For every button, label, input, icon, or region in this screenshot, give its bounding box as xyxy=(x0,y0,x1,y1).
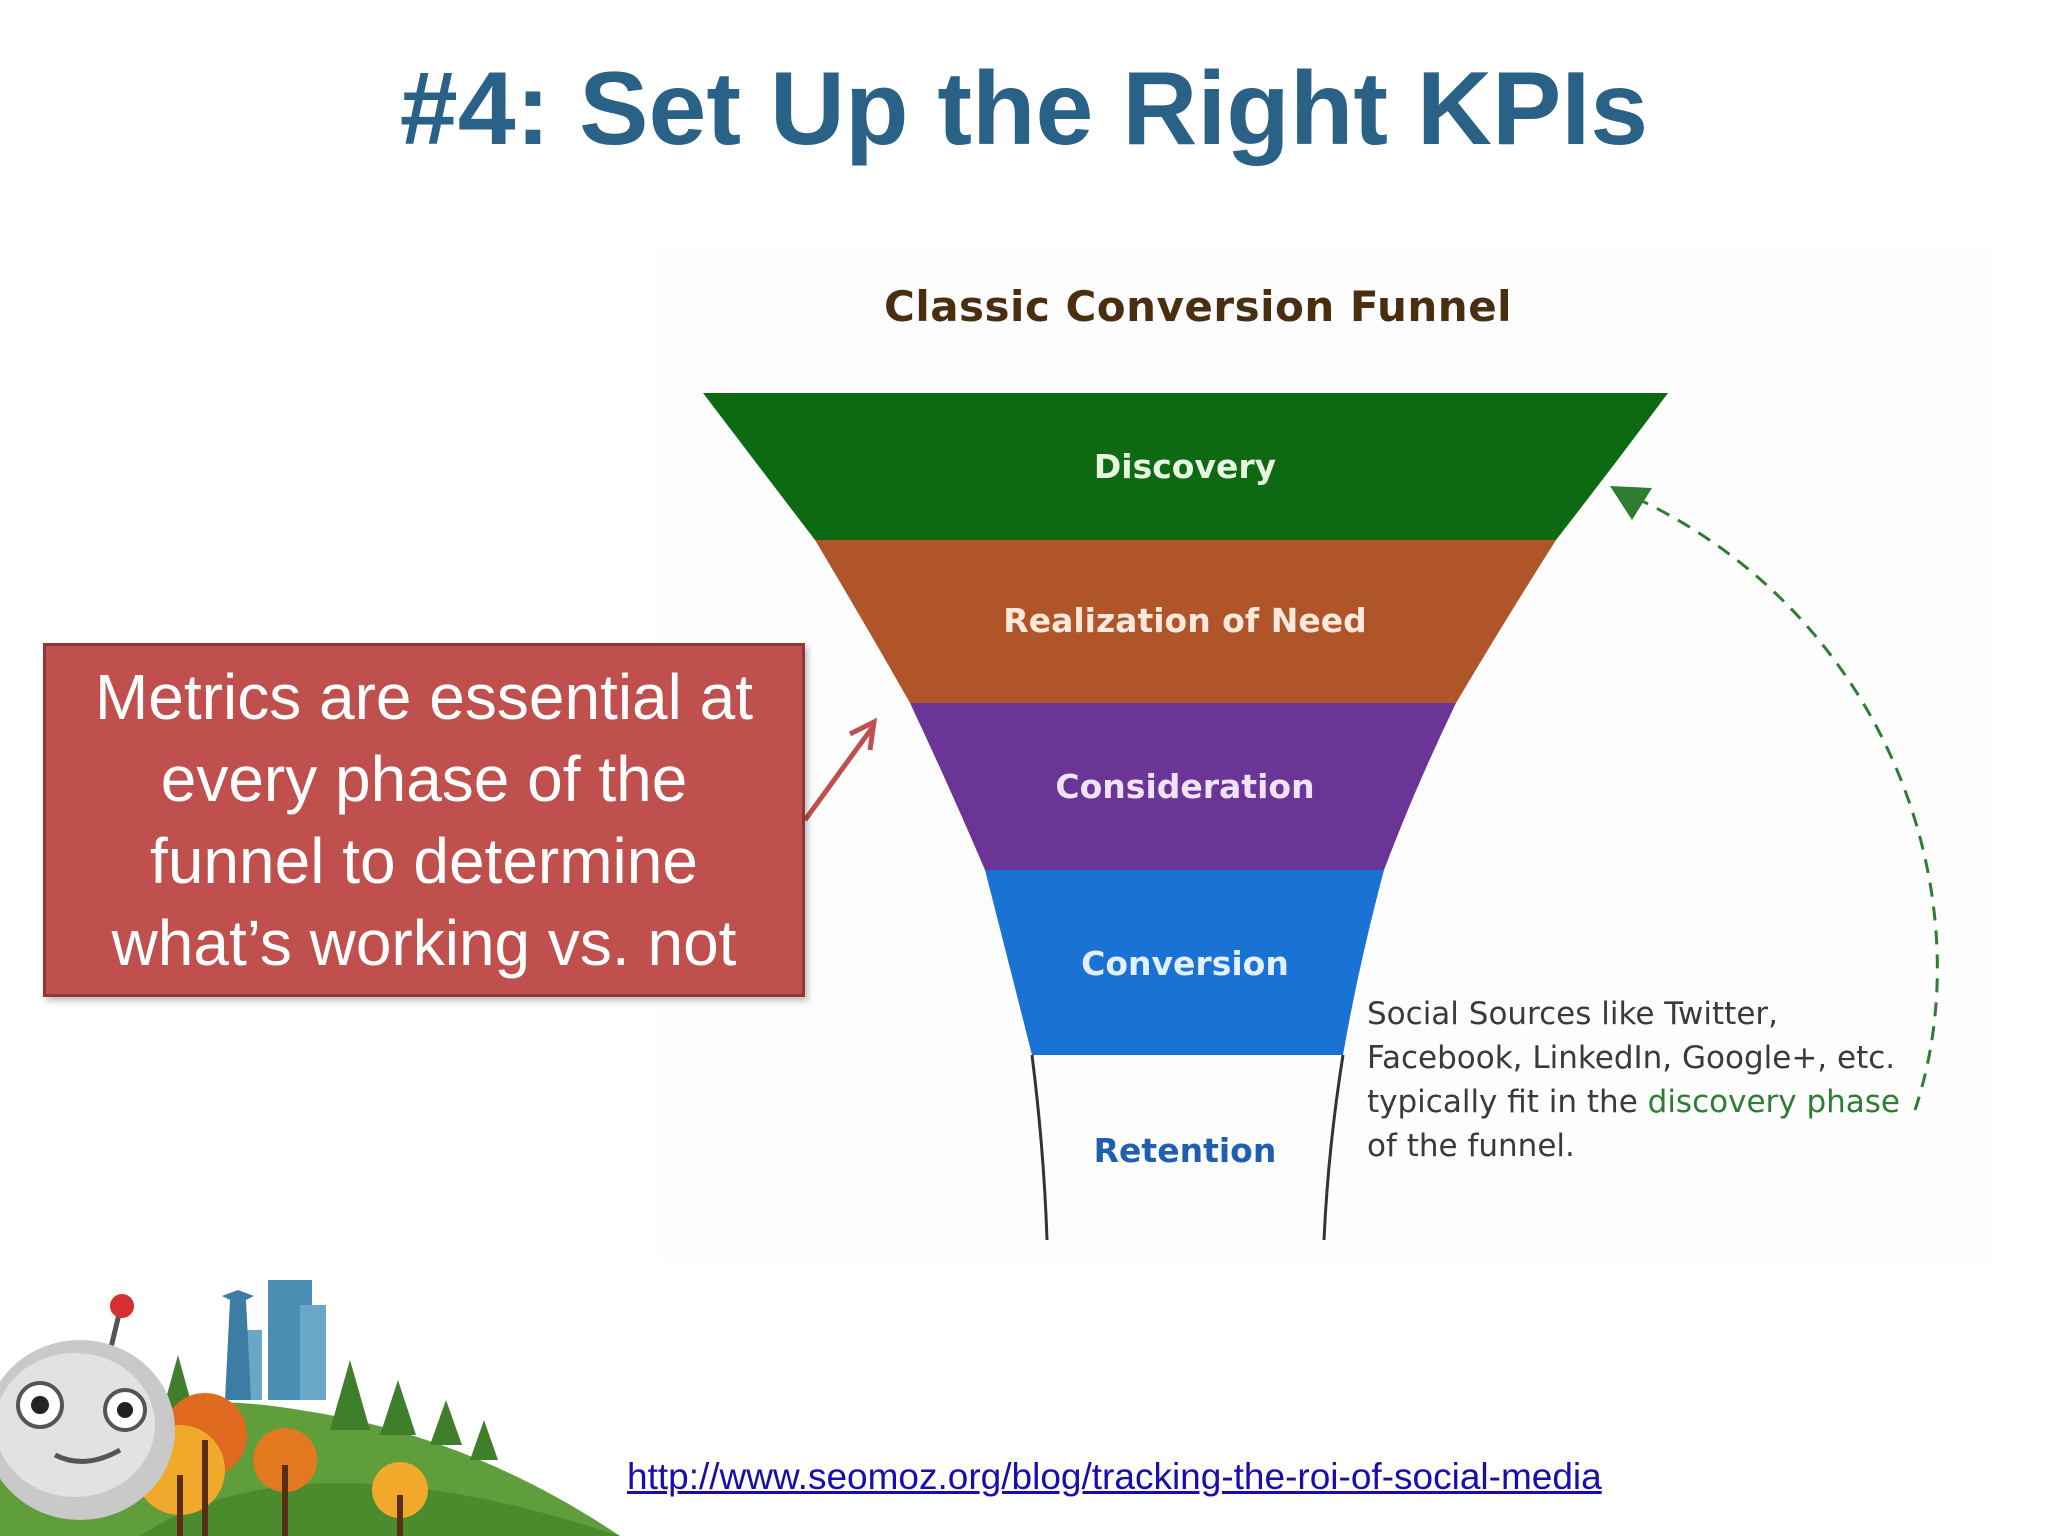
funnel-stage-consideration xyxy=(910,703,1456,870)
metrics-callout-box: Metrics are essential at every phase of … xyxy=(43,643,805,997)
note-highlight-discovery-phase: discovery phase xyxy=(1647,1084,1900,1120)
funnel-stage-realization-of-need xyxy=(815,540,1556,703)
loop-arrow-head-icon xyxy=(1610,486,1652,520)
source-link[interactable]: http://www.seomoz.org/blog/tracking-the-… xyxy=(627,1456,1602,1497)
funnel-stage-retention-left-edge xyxy=(1030,1054,1049,1241)
callout-pointer-arrowhead-icon xyxy=(848,717,878,751)
funnel-diagram-title: Classic Conversion Funnel xyxy=(884,282,1513,331)
callout-pointer-arrow xyxy=(802,726,875,822)
stage-label-discovery: Discovery xyxy=(1094,447,1276,486)
city-skyline xyxy=(222,1280,326,1400)
slide-title: #4: Set Up the Right KPIs xyxy=(399,51,1649,167)
robot-mascot xyxy=(0,1294,175,1520)
social-sources-note: Social Sources like Twitter, Facebook, L… xyxy=(1367,992,1927,1168)
metrics-callout-text: Metrics are essential at every phase of … xyxy=(94,661,754,979)
retention-to-discovery-loop-arrow xyxy=(1639,498,1939,1111)
note-text-before: Social Sources like Twitter, Facebook, L… xyxy=(1367,996,1896,1120)
stage-label-conversion: Conversion xyxy=(1081,944,1289,983)
funnel-stage-discovery xyxy=(703,393,1668,540)
funnel-stage-retention-right-edge xyxy=(1322,1054,1345,1241)
seattle-robot-scenery-illustration xyxy=(0,1280,620,1536)
stage-label-consideration: Consideration xyxy=(1055,767,1314,806)
funnel-stage-conversion xyxy=(985,870,1384,1055)
stage-label-retention: Retention xyxy=(1094,1131,1277,1170)
stage-label-realization-of-need: Realization of Need xyxy=(1003,601,1366,640)
note-text-after: of the funnel. xyxy=(1367,1128,1575,1164)
